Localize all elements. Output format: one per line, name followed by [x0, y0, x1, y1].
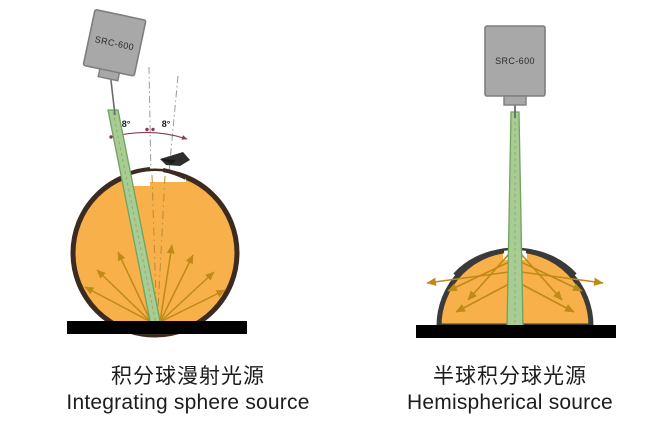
- platform-left: [67, 321, 247, 334]
- panel-right-hemispherical-source: SRC-600: [416, 25, 616, 338]
- device-neck-left: [97, 67, 121, 82]
- caption-right: 半球积分球光源 Hemispherical source: [360, 364, 660, 415]
- device-src600-right[interactable]: SRC-600: [484, 25, 546, 106]
- angle-label-right: 8°: [162, 119, 171, 129]
- hemisphere-port-lip-right: [525, 248, 577, 277]
- sphere-port-lip-right: [162, 168, 187, 180]
- angle-label-left: 8°: [122, 119, 131, 129]
- dark-arrowhead-icon: [160, 152, 190, 166]
- caption-left: 积分球漫射光源 Integrating sphere source: [38, 364, 338, 415]
- device-neck-right: [503, 95, 527, 106]
- platform-right: [416, 325, 616, 338]
- caption-right-en: Hemispherical source: [407, 390, 613, 414]
- hemisphere-port-lip-left: [453, 248, 505, 277]
- measurement-beam-right: [506, 111, 524, 329]
- caption-left-cn: 积分球漫射光源: [111, 364, 265, 388]
- caption-left-en: Integrating sphere source: [66, 390, 310, 414]
- caption-right-cn: 半球积分球光源: [433, 364, 587, 388]
- hemisphere-diffuse-rays: [426, 253, 604, 313]
- device-src600-left[interactable]: SRC-600: [82, 9, 147, 83]
- device-label-right: SRC-600: [495, 56, 535, 66]
- panel-left-integrating-sphere: 8° 8°: [67, 9, 247, 338]
